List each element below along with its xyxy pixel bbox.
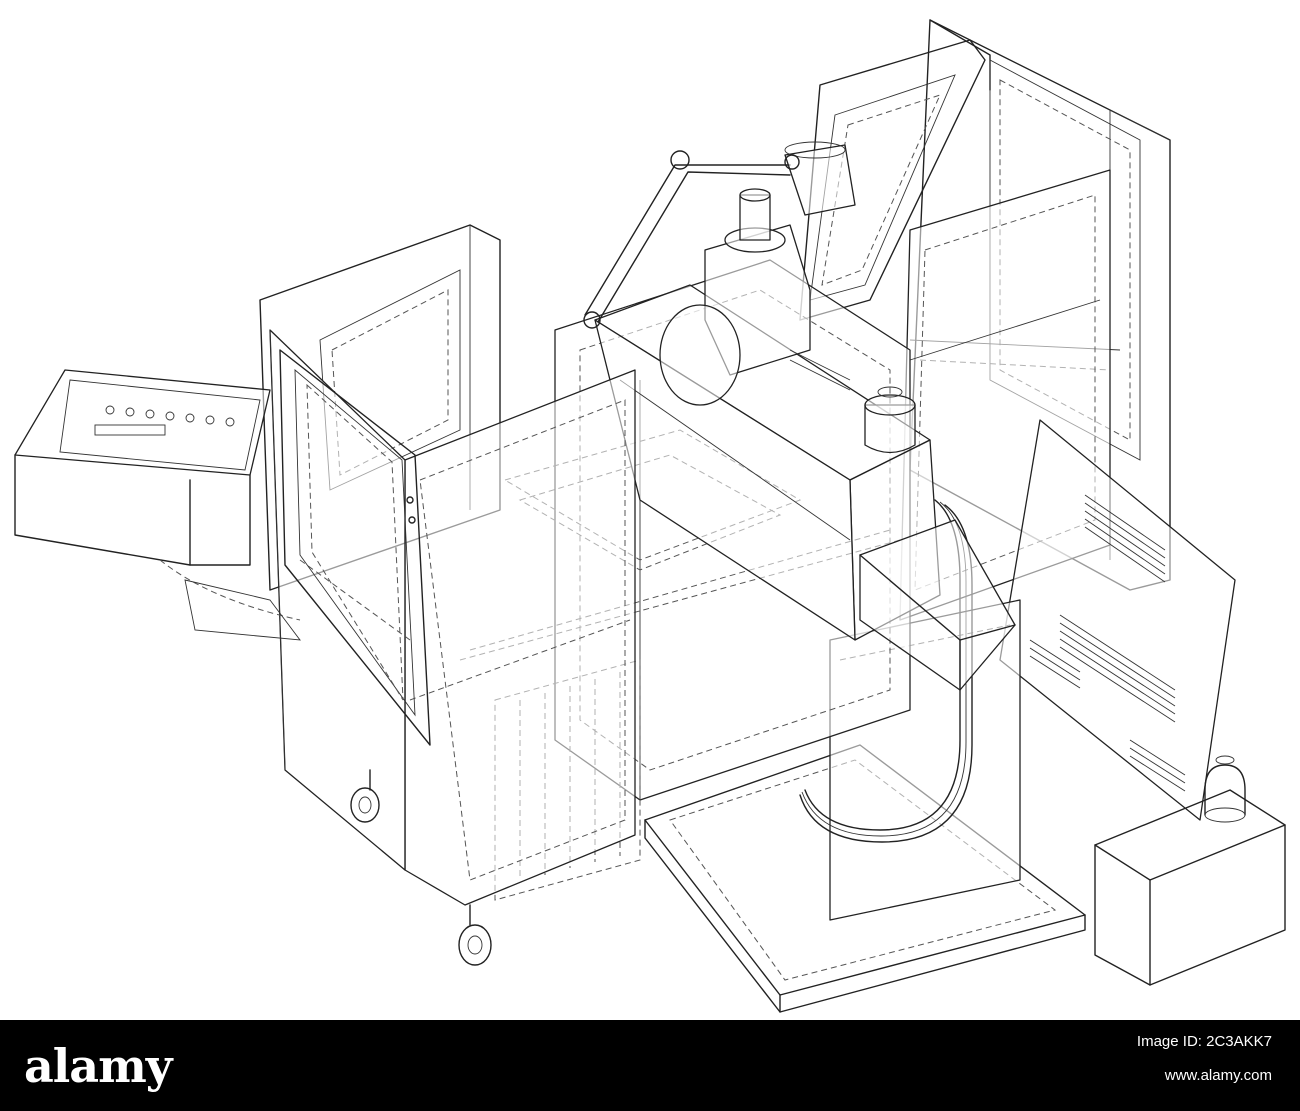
base-tray xyxy=(644,744,1086,1013)
brand-logo: alamy xyxy=(24,1039,172,1093)
vent-grille-3 xyxy=(1029,639,1186,792)
caster-wheels xyxy=(350,769,492,966)
spindle-head xyxy=(659,188,851,406)
technical-wireframe-drawing xyxy=(14,19,1286,1013)
watermark-footer: alamy Image ID: 2C3AKK7 www.alamy.com xyxy=(0,1020,1300,1111)
site-url-label: www.alamy.com xyxy=(1164,1067,1272,1084)
left-cabinet-front xyxy=(269,329,636,906)
caster-front xyxy=(458,904,492,966)
side-control-box xyxy=(1094,755,1286,986)
machine-wireframe-svg xyxy=(14,19,1286,1013)
vented-side-panel xyxy=(999,419,1236,821)
articulated-arm xyxy=(583,141,856,329)
caster-rear xyxy=(350,769,380,823)
vent-grille-1 xyxy=(1084,494,1166,583)
image-id-label: Image ID: 2C3AKK7 xyxy=(1136,1033,1272,1050)
coolant-cylinder xyxy=(864,386,916,454)
vent-grille-2 xyxy=(1059,614,1176,723)
control-buttons xyxy=(94,405,235,436)
control-pendant xyxy=(14,369,301,641)
left-door xyxy=(279,349,431,746)
